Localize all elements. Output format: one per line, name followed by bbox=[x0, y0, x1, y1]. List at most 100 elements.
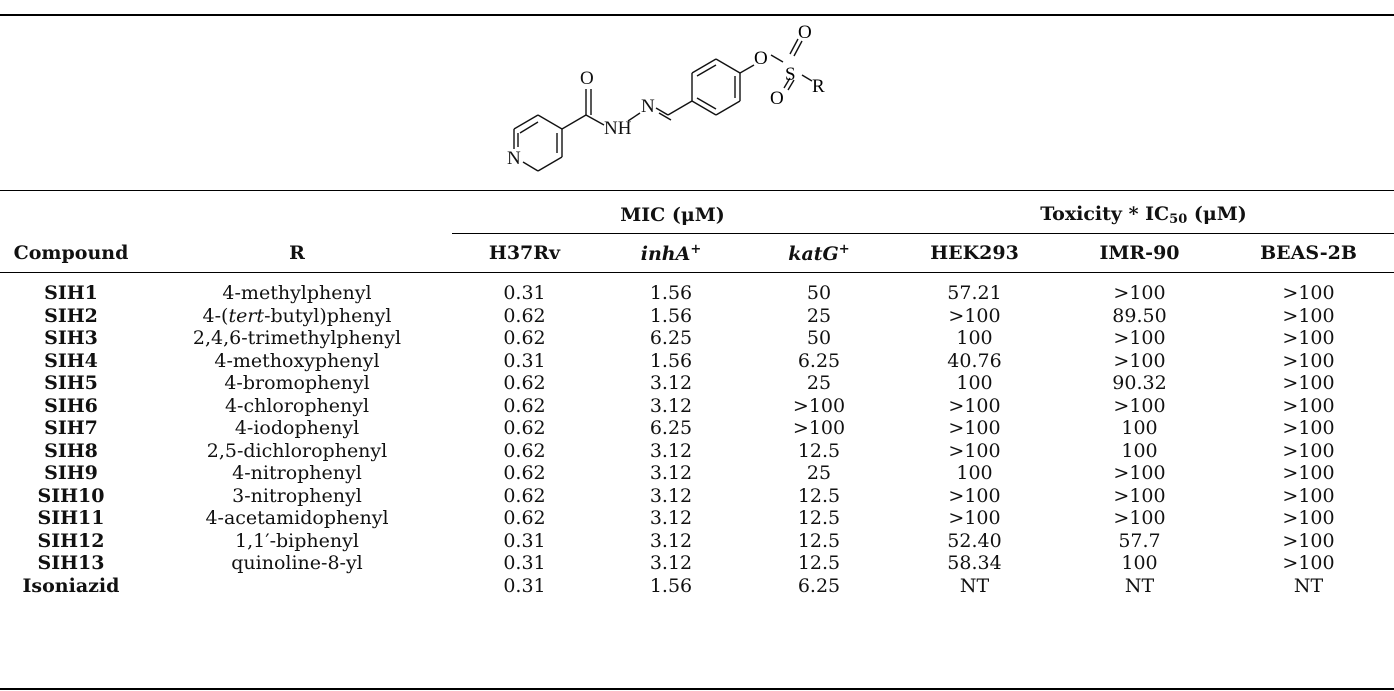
cell-hek293: 100 bbox=[956, 372, 993, 394]
cell-hek293: 100 bbox=[956, 327, 993, 349]
cell-compound: SIH2 bbox=[44, 304, 98, 327]
cell-hek293: 100 bbox=[956, 462, 993, 484]
cell-imr90: >100 bbox=[1113, 507, 1166, 529]
cell-inha: 1.56 bbox=[649, 574, 693, 597]
cell-inha: 3.12 bbox=[649, 394, 693, 417]
cell-inha: 3.12 bbox=[649, 439, 693, 462]
cell-imr90: >100 bbox=[1113, 327, 1166, 349]
structure-bonds bbox=[513, 58, 741, 172]
cell-katg: 25 bbox=[806, 304, 832, 327]
toxicity-unit: (μM) bbox=[1187, 202, 1247, 225]
cell-katg: 25 bbox=[806, 372, 832, 394]
cell-hek293: 40.76 bbox=[947, 349, 1002, 372]
cell-imr90: >100 bbox=[1113, 484, 1166, 507]
cell-inha: 3.12 bbox=[649, 529, 693, 552]
mic-group-header: MIC (μM) bbox=[452, 196, 893, 234]
cell-inha: 1.56 bbox=[649, 282, 693, 304]
cell-h37rv: 0.62 bbox=[503, 507, 546, 529]
atom-s-o-top: O bbox=[798, 22, 812, 43]
cell-compound: SIH11 bbox=[37, 507, 105, 529]
cell-h37rv: 0.62 bbox=[503, 372, 546, 394]
activity-table: MIC (μM) Toxicity * IC50 (μM) Compound R… bbox=[0, 196, 1394, 597]
cell-imr90: >100 bbox=[1113, 349, 1166, 372]
cell-compound: SIH5 bbox=[44, 372, 98, 394]
cell-r: 4-nitrophenyl bbox=[232, 462, 362, 484]
structure-rule bbox=[0, 190, 1394, 191]
cell-inha: 6.25 bbox=[649, 327, 693, 349]
atom-ester-o: O bbox=[754, 48, 768, 69]
column-header-row: Compound R H37Rv inhA+ katG+ HEK293 IMR-… bbox=[0, 233, 1394, 273]
cell-katg: 12.5 bbox=[797, 529, 841, 552]
top-rule bbox=[0, 14, 1394, 16]
cell-r: quinoline-8-yl bbox=[231, 552, 363, 574]
cell-h37rv: 0.31 bbox=[503, 574, 546, 597]
r-text-italic: tert bbox=[228, 304, 265, 327]
col-katg-label: katG bbox=[788, 242, 839, 265]
atom-imine-n: N bbox=[641, 96, 655, 117]
cell-compound: SIH4 bbox=[44, 349, 98, 372]
cell-compound: SIH13 bbox=[37, 552, 105, 574]
cell-r: 2,4,6-trimethylphenyl bbox=[192, 327, 402, 349]
col-beas2b: BEAS-2B bbox=[1223, 233, 1394, 273]
cell-imr90: 100 bbox=[1121, 417, 1158, 439]
cell-katg: 12.5 bbox=[797, 552, 841, 574]
cell-h37rv: 0.62 bbox=[503, 484, 546, 507]
cell-beas2b: >100 bbox=[1282, 417, 1335, 439]
col-inha: inhA+ bbox=[597, 233, 745, 273]
cell-h37rv: 0.31 bbox=[503, 552, 546, 574]
sulfonate-bonds bbox=[740, 38, 813, 91]
cell-katg: 50 bbox=[806, 282, 832, 304]
bottom-rule bbox=[0, 688, 1394, 690]
cell-r: 4-chlorophenyl bbox=[224, 394, 370, 417]
cell-imr90: >100 bbox=[1113, 394, 1166, 417]
cell-inha: 6.25 bbox=[649, 417, 693, 439]
cell-hek293: 57.21 bbox=[947, 282, 1002, 304]
cell-r: 4-methylphenyl bbox=[222, 282, 372, 304]
cell-beas2b: >100 bbox=[1282, 394, 1335, 417]
cell-hek293: >100 bbox=[948, 417, 1001, 439]
col-imr90: IMR-90 bbox=[1056, 233, 1223, 273]
cell-inha: 3.12 bbox=[649, 484, 693, 507]
cell-beas2b: NT bbox=[1293, 574, 1324, 597]
cell-h37rv: 0.62 bbox=[503, 327, 546, 349]
sih-scaffold-structure: O NH N N bbox=[507, 58, 741, 172]
cell-hek293: >100 bbox=[948, 394, 1001, 417]
cell-imr90: >100 bbox=[1113, 462, 1166, 484]
cell-r: 1,1′-biphenyl bbox=[235, 529, 359, 552]
col-inha-label: inhA bbox=[640, 242, 691, 265]
cell-beas2b: >100 bbox=[1282, 282, 1335, 304]
cell-r: 2,5-dichlorophenyl bbox=[206, 439, 388, 462]
cell-compound: SIH8 bbox=[44, 439, 98, 462]
cell-r: 4-acetamidophenyl bbox=[205, 507, 389, 529]
group-header-row: MIC (μM) Toxicity * IC50 (μM) bbox=[0, 196, 1394, 234]
cell-h37rv: 0.62 bbox=[503, 462, 546, 484]
cell-inha: 3.12 bbox=[649, 372, 693, 394]
cell-imr90: >100 bbox=[1113, 282, 1166, 304]
cell-beas2b: >100 bbox=[1282, 439, 1335, 462]
cell-beas2b: >100 bbox=[1282, 529, 1335, 552]
cell-h37rv: 0.62 bbox=[503, 417, 546, 439]
cell-hek293: NT bbox=[959, 574, 990, 597]
cell-hek293: >100 bbox=[948, 304, 1001, 327]
cell-beas2b: >100 bbox=[1282, 327, 1335, 349]
cell-h37rv: 0.31 bbox=[503, 529, 546, 552]
atom-s-o-bottom: O bbox=[770, 88, 784, 109]
col-r: R bbox=[142, 233, 452, 273]
atom-nh: NH bbox=[604, 118, 632, 139]
cell-h37rv: 0.31 bbox=[503, 349, 546, 372]
col-h37rv: H37Rv bbox=[452, 233, 597, 273]
toxicity-group-header: Toxicity * IC50 (μM) bbox=[893, 196, 1394, 234]
cell-h37rv: 0.62 bbox=[503, 304, 546, 327]
cell-imr90: 100 bbox=[1121, 552, 1158, 574]
